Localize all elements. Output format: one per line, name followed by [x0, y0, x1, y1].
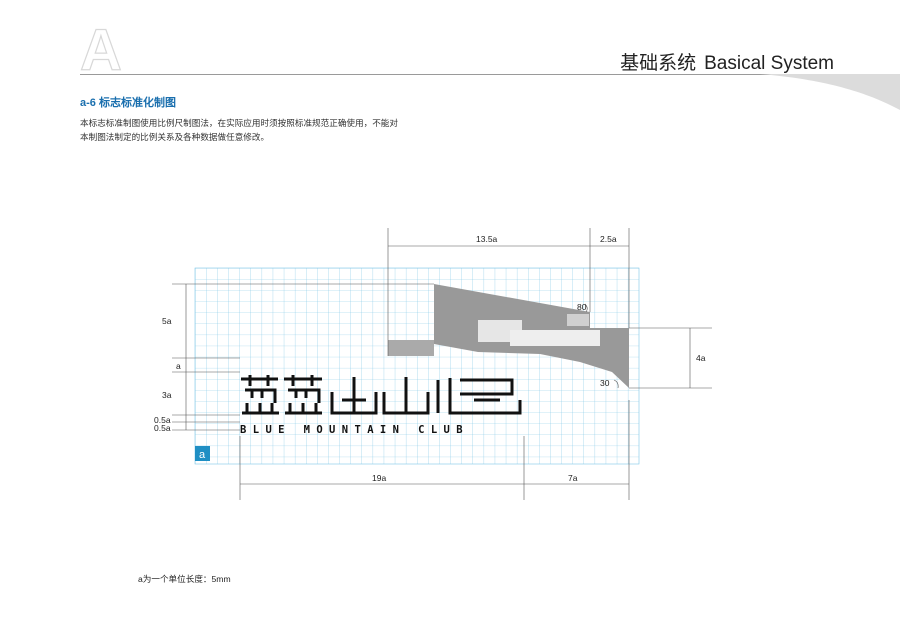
- watermark-a-logo: A: [79, 22, 122, 74]
- page-heading-cn: 基础系统: [620, 53, 697, 74]
- section-description-line-2: 本制图法制定的比例关系及各种数据做任意修改。: [80, 132, 270, 142]
- dim-left-05a-2: 0.5a: [154, 423, 171, 433]
- mountain-graphic: [388, 284, 629, 388]
- dim-top-narrow: 2.5a: [600, 234, 617, 244]
- dimension-lines: [172, 228, 712, 500]
- logo-subtitle: BLUE MOUNTAIN CLUB: [240, 424, 469, 436]
- section-description-line-1: 本标志标准制图使用比例尺制图法，在实际应用时须按照标准规范正确使用，不能对: [80, 118, 398, 128]
- dim-right-4a: 4a: [696, 353, 706, 363]
- dim-bottom-narrow: 7a: [568, 473, 578, 483]
- unit-box: [195, 446, 210, 461]
- dim-bottom-wide: 19a: [372, 473, 386, 483]
- dim-angle-80: 80: [577, 302, 587, 312]
- header-swoosh-decoration: [760, 74, 900, 110]
- watermark-letter: A: [80, 22, 122, 74]
- unit-box-label: a: [199, 449, 206, 461]
- logo-wordmark: [241, 375, 522, 415]
- header-divider: [80, 74, 900, 75]
- dim-top-wide: 13.5a: [476, 234, 498, 244]
- dim-left-3a: 3a: [162, 390, 172, 400]
- dim-left-05a-1: 0.5a: [154, 415, 171, 425]
- unit-note: a为一个单位长度：5mm: [138, 574, 231, 584]
- section-title: a-6 标志标准化制图: [80, 97, 176, 109]
- construction-grid: [194, 267, 640, 465]
- page-heading-en: Basical System: [704, 53, 834, 74]
- dim-left-5a: 5a: [162, 316, 172, 326]
- dim-angle-30: 30: [600, 378, 610, 388]
- dim-left-a: a: [176, 361, 181, 371]
- page-heading: 基础系统 Basical System: [620, 48, 834, 75]
